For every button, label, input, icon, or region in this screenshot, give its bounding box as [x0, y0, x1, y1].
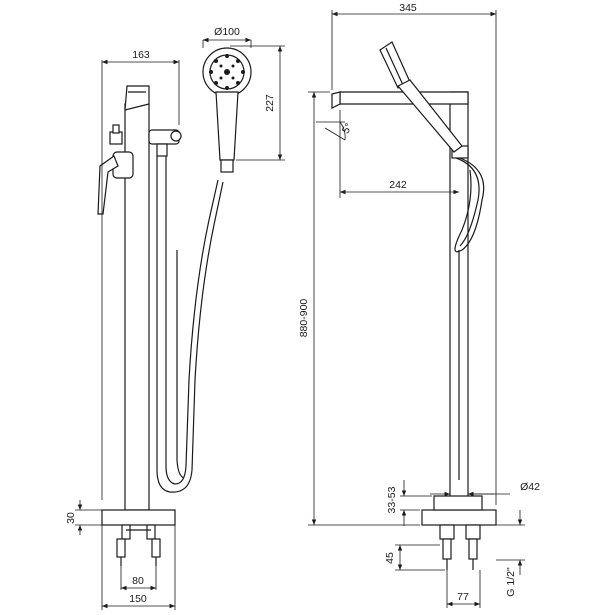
side-view: 345 5° 242 880-900 33-53 Ø42 45 77 G 1/2… [298, 2, 540, 608]
dim-total-height-label: 880-900 [298, 299, 310, 338]
front-connections [116, 524, 161, 566]
front-lever [97, 155, 119, 215]
front-shower-nozzles [209, 54, 245, 90]
dim-connection-spacing-label: 77 [457, 591, 469, 603]
dim-total-reach-label: 345 [399, 2, 417, 14]
dim-width-top-label: 163 [132, 49, 150, 61]
dim-pipe-diameter-label: Ø42 [520, 481, 540, 493]
dim-spout-reach-label: 242 [389, 179, 407, 191]
front-hose [156, 156, 224, 493]
side-connections [439, 524, 481, 570]
side-dimensions [308, 10, 525, 608]
front-base-plate [101, 509, 176, 526]
front-shower-handle [215, 91, 239, 161]
side-hose [454, 157, 485, 253]
dim-base-width-label: 150 [129, 593, 147, 605]
dim-connection-height-label: 45 [384, 552, 396, 564]
dim-adjust-range-label: 33-53 [386, 486, 398, 513]
dim-head-height-label: 227 [264, 94, 276, 112]
dim-head-diameter-label: Ø100 [214, 26, 240, 38]
side-base-plate [421, 509, 497, 526]
front-diverter-knob [109, 131, 123, 145]
dim-connection-width-label: 80 [132, 575, 144, 587]
dim-tilt-angle-label: 5° [340, 121, 355, 136]
front-dimensions [75, 37, 285, 610]
side-spout-tip [331, 91, 341, 109]
dim-thread-label: G 1/2" [505, 567, 517, 597]
side-shower-handle [397, 79, 463, 153]
dim-base-height-label: 30 [65, 512, 77, 524]
front-view: 163 Ø100 227 30 80 150 [65, 26, 285, 610]
side-shower-head [379, 41, 411, 89]
